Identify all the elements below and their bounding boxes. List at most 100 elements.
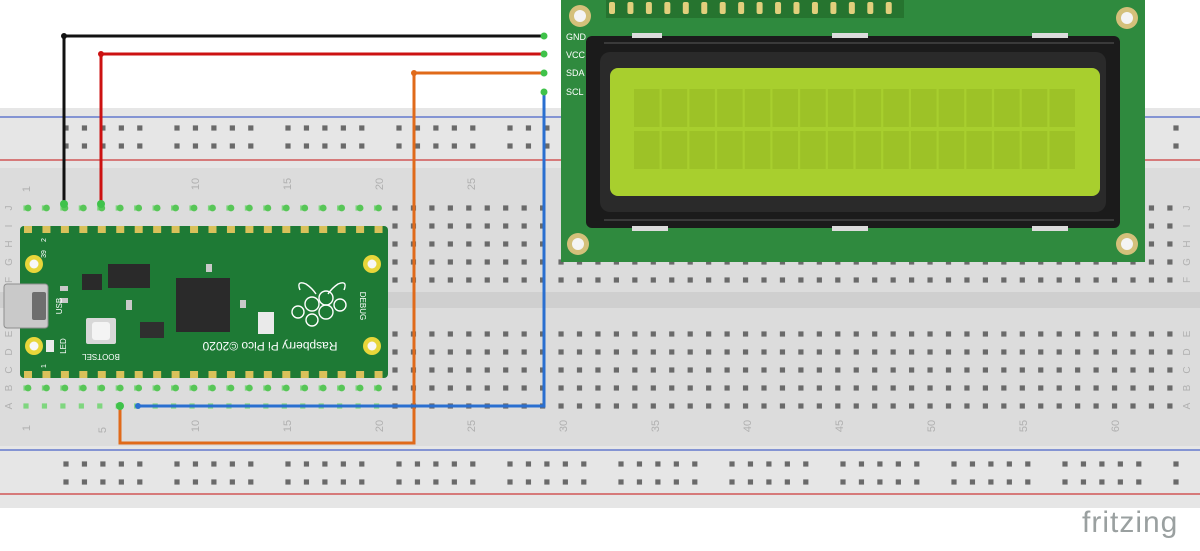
- breadboard-hole: [503, 367, 509, 373]
- breadboard-hole: [447, 205, 453, 211]
- breadboard-hole: [484, 367, 490, 373]
- rail-hole: [840, 461, 846, 467]
- regulator-chip: [82, 274, 102, 290]
- breadboard-hole: [687, 403, 693, 409]
- breadboard-hole: [613, 331, 619, 337]
- breadboard-hole: [982, 331, 988, 337]
- rail-hole: [137, 143, 143, 149]
- rail-hole: [1173, 461, 1179, 467]
- breadboard-hole: [632, 403, 638, 409]
- column-number: 1: [21, 186, 33, 192]
- breadboard-hole: [1001, 403, 1007, 409]
- rail-hole: [1080, 461, 1087, 467]
- mounting-hole: [367, 341, 377, 351]
- lcd-pin-label-scl: SCL: [566, 87, 584, 97]
- rail-hole: [1080, 479, 1087, 485]
- breadboard-hole: [503, 223, 509, 229]
- lcd-header-pin: [701, 2, 708, 14]
- breadboard-hole: [1093, 367, 1099, 373]
- wire-sda[interactable]: [118, 71, 544, 445]
- rail-hole: [877, 479, 883, 485]
- pico-pin-hole: [246, 204, 253, 212]
- column-number: 35: [650, 420, 662, 432]
- breadboard-hole: [632, 331, 638, 337]
- column-number: 15: [282, 420, 294, 432]
- pico-pin-pad: [337, 226, 346, 233]
- breadboard-hole: [558, 349, 564, 355]
- rail-hole: [414, 461, 421, 467]
- pico-pin-pad: [208, 371, 217, 378]
- pico-pin-hole: [172, 204, 180, 212]
- pico-pin-hole: [135, 204, 143, 212]
- rail-hole: [414, 125, 421, 131]
- lcd-16x2-module[interactable]: GND VCC SDA SCL: [561, 0, 1145, 262]
- smd-component: [60, 286, 68, 291]
- bootsel-button[interactable]: [92, 322, 110, 340]
- lcd-header-pin: [645, 2, 652, 14]
- breadboard-hole: [503, 331, 509, 337]
- breadboard-hole: [1093, 331, 1099, 337]
- rail-hole: [581, 479, 587, 485]
- rail-hole: [248, 461, 254, 467]
- lcd-character-cells: [634, 89, 1075, 169]
- rail-hole: [100, 461, 106, 467]
- pico-pin-hole: [319, 384, 327, 392]
- breadboard-hole: [890, 403, 896, 409]
- pico-pin-hole: [43, 204, 50, 212]
- pico-pin-hole: [356, 204, 364, 212]
- rail-hole: [248, 479, 254, 485]
- breadboard-hole: [909, 367, 915, 373]
- rail-hole: [858, 461, 865, 467]
- rail-hole: [174, 125, 180, 131]
- rail-hole: [673, 461, 679, 467]
- pico-pin-hole: [153, 204, 161, 212]
- breadboard-hole: [613, 367, 619, 373]
- lcd-header-pin: [682, 2, 689, 14]
- breadboard-hole: [964, 331, 970, 337]
- pico-pin-hole: [79, 204, 87, 212]
- breadboard-hole: [503, 241, 509, 247]
- rail-hole: [81, 461, 88, 467]
- wire-scl[interactable]: [138, 92, 546, 408]
- breadboard-hole: [742, 367, 749, 373]
- lcd-header-pin: [793, 2, 800, 14]
- breadboard-hole: [558, 331, 564, 337]
- pico-pin-pad: [24, 371, 32, 378]
- rail-hole: [1117, 461, 1123, 467]
- wire-end: [97, 200, 105, 208]
- lcd-pin-label-gnd: GND: [566, 32, 587, 42]
- rail-hole: [118, 461, 124, 467]
- pico-pin-pad: [282, 371, 291, 378]
- breadboard-hole: [576, 277, 583, 283]
- lcd-character-cell: [800, 89, 826, 127]
- raspberry-pi-pico[interactable]: Raspberry Pi Pico ©2020 USB DEBUG BOOTSE…: [3, 204, 388, 392]
- rail-hole: [673, 479, 679, 485]
- rail-hole: [285, 143, 291, 149]
- lcd-header-pin: [848, 2, 855, 14]
- breadboard-hole: [1148, 331, 1155, 337]
- rail-hole: [951, 479, 957, 485]
- breadboard-hole: [1075, 367, 1081, 373]
- breadboard-hole: [1148, 241, 1155, 247]
- breadboard-hole: [927, 349, 933, 355]
- breadboard-hole: [872, 277, 878, 283]
- breadboard-hole: [1038, 277, 1044, 283]
- breadboard-hole: [706, 277, 712, 283]
- rail-hole: [174, 479, 180, 485]
- rail-hole: [396, 479, 402, 485]
- rail-hole: [636, 461, 643, 467]
- breadboard-hole: [835, 331, 841, 337]
- rail-hole: [914, 479, 920, 485]
- pico-pin-hole: [264, 204, 272, 212]
- rail-hole: [1136, 461, 1142, 467]
- lcd-header-pin: [775, 2, 782, 14]
- breadboard-hole: [447, 277, 453, 283]
- pico-pin-pad: [356, 371, 365, 378]
- pico-pin-hole: [282, 204, 290, 212]
- breadboard-hole: [650, 331, 656, 337]
- pico-pin-pad: [263, 226, 272, 233]
- column-number: 5: [97, 427, 109, 433]
- pico-pin-hole: [24, 384, 32, 392]
- lcd-character-cell: [855, 89, 882, 127]
